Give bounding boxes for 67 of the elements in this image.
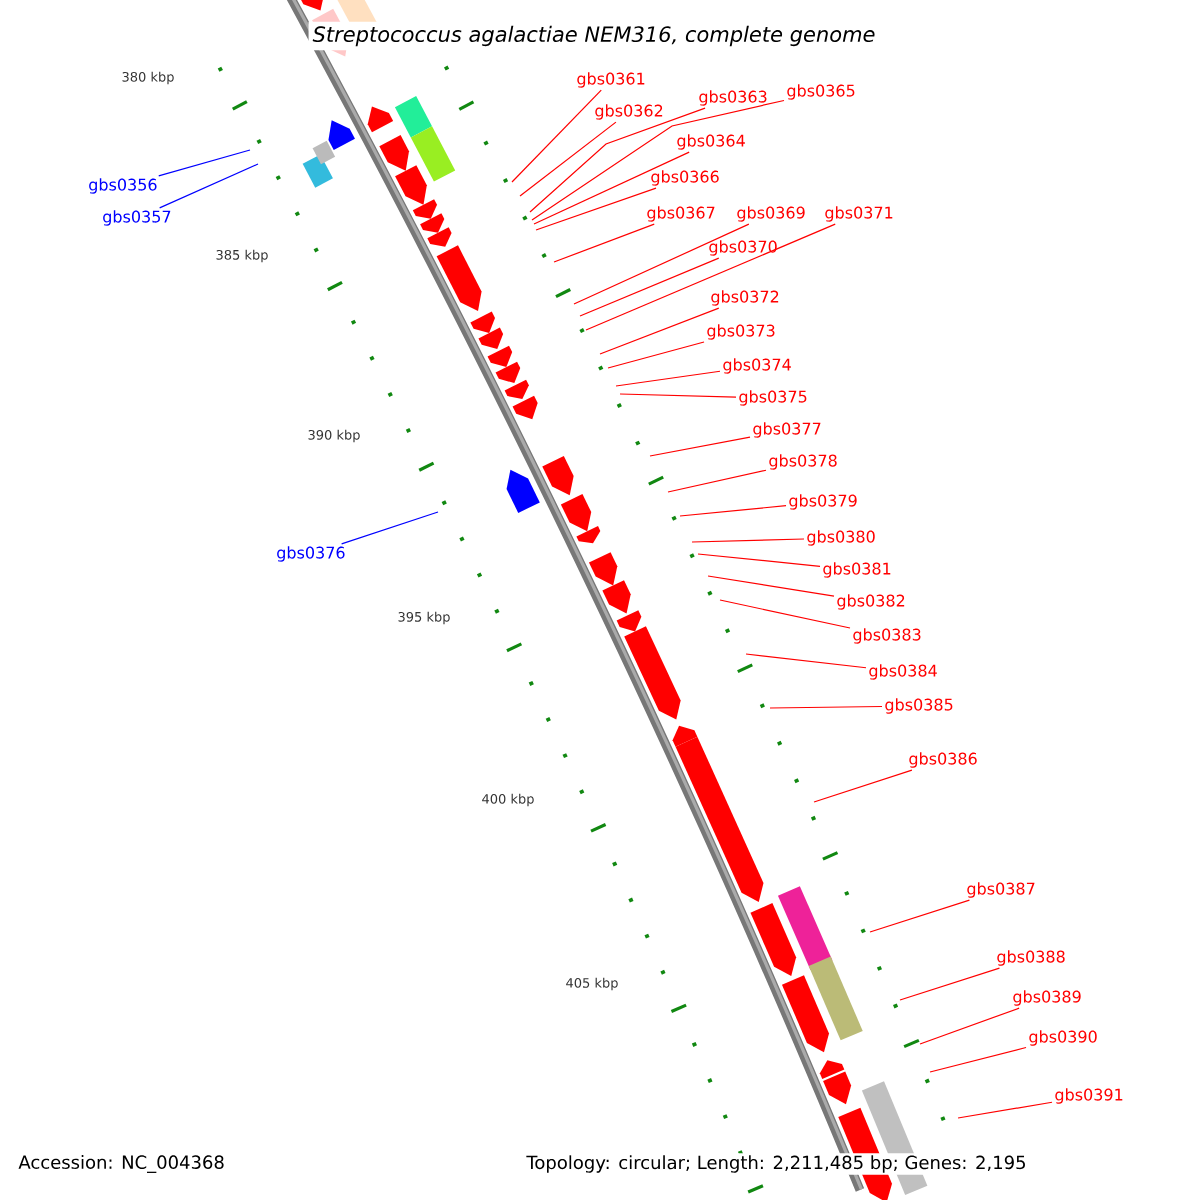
- leader-line: [697, 553, 821, 567]
- leader-line: [531, 99, 785, 221]
- gene-label: gbs0381: [823, 562, 891, 578]
- leader-line: [745, 653, 867, 669]
- gene-label: gbs0385: [885, 698, 953, 714]
- gene-label: gbs0389: [1013, 990, 1081, 1006]
- gene-label: gbs0370: [709, 240, 777, 256]
- leader-line: [573, 223, 750, 305]
- leader-line: [158, 149, 251, 177]
- leader-line: [619, 393, 737, 398]
- gene-label: gbs0367: [647, 206, 715, 222]
- topology-label: Topology: circular; Length: 2,211,485 bp; Genes: 2,195: [524, 1153, 1029, 1175]
- leader-line: [691, 538, 805, 543]
- gene-label: gbs0374: [723, 358, 791, 374]
- title: Streptococcus agalactiae NEM316, complete genome: [308, 21, 880, 51]
- gene-label: gbs0363: [699, 90, 767, 106]
- leader-line: [649, 436, 751, 457]
- gene-label: gbs0391: [1055, 1088, 1123, 1104]
- gene-label: gbs0387: [967, 882, 1035, 898]
- gene-label: gbs0379: [789, 494, 857, 510]
- leader-line: [519, 121, 617, 197]
- gene-label: gbs0373: [707, 324, 775, 340]
- gene-label: gbs0369: [737, 206, 805, 222]
- gene-label: gbs0386: [909, 752, 977, 768]
- leader-line: [533, 151, 690, 225]
- gene-label: gbs0366: [651, 170, 719, 186]
- gene-label: gbs0382: [837, 594, 905, 610]
- gene-label: gbs0377: [753, 422, 821, 438]
- gene-label: gbs0364: [677, 134, 745, 150]
- accession-label: Accession: NC_004368: [16, 1153, 227, 1175]
- leader-line: [341, 511, 439, 545]
- leader-line: [919, 1007, 1020, 1045]
- gene-label: gbs0371: [825, 206, 893, 222]
- leader-line: [159, 163, 259, 209]
- gene-label: gbs0361: [577, 72, 645, 88]
- leader-line: [769, 705, 883, 709]
- leader-line: [607, 341, 705, 369]
- gene-label: gbs0357: [103, 210, 171, 226]
- leader-line: [957, 1101, 1053, 1119]
- gene-label: gbs0388: [997, 950, 1065, 966]
- gene-label: gbs0362: [595, 104, 663, 120]
- leader-line: [511, 89, 602, 183]
- leader-line: [869, 899, 971, 933]
- leader-line: [929, 1046, 1027, 1073]
- leader-line: [585, 223, 836, 331]
- leader-line: [899, 967, 1001, 1001]
- leader-line: [599, 307, 720, 355]
- leader-line: [529, 107, 706, 213]
- gene-label: gbs0383: [853, 628, 921, 644]
- gene-label: gbs0356: [89, 178, 157, 194]
- leader-line: [667, 469, 767, 493]
- gene-label: gbs0365: [787, 84, 855, 100]
- gene-label: gbs0375: [739, 390, 807, 406]
- leader-line: [679, 505, 787, 517]
- gene-label: gbs0378: [769, 454, 837, 470]
- leader-line: [535, 187, 657, 231]
- gene-label: gbs0380: [807, 530, 875, 546]
- gene-label: gbs0372: [711, 290, 779, 306]
- leader-line: [707, 575, 835, 597]
- leader-line: [553, 223, 655, 263]
- leader-line: [719, 599, 851, 629]
- leader-line: [579, 257, 720, 317]
- leader-line: [615, 370, 721, 387]
- gene-label: gbs0384: [869, 664, 937, 680]
- gene-label: gbs0390: [1029, 1030, 1097, 1046]
- gene-label: gbs0376: [277, 546, 345, 562]
- leader-line: [813, 769, 913, 803]
